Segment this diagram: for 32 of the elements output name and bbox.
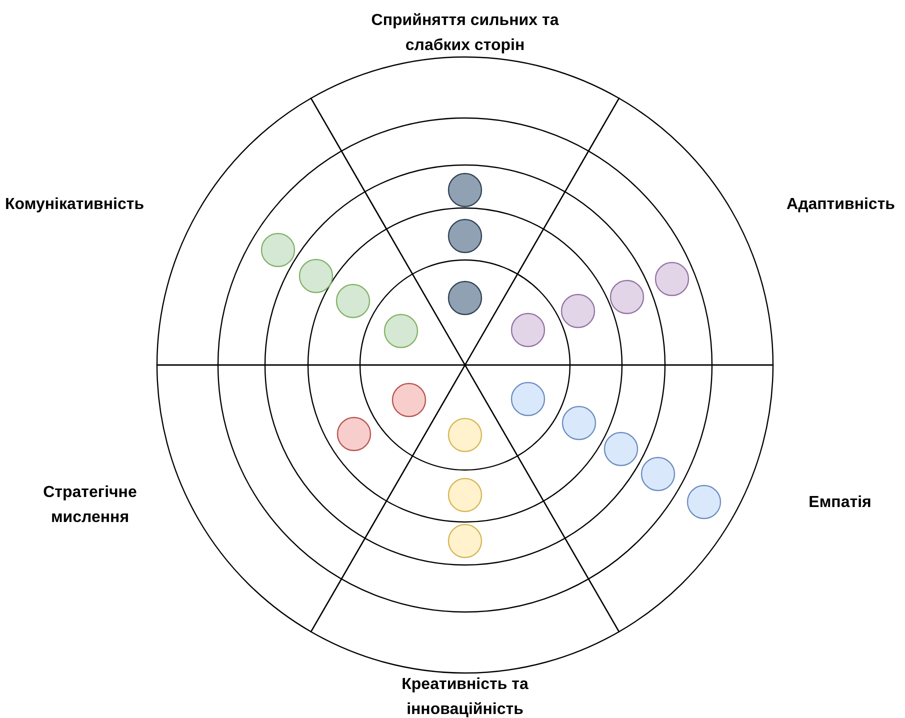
rating-dot <box>510 312 546 348</box>
rating-dot <box>448 478 482 512</box>
rating-dot <box>686 484 722 520</box>
rating-dot <box>640 456 676 492</box>
rating-dot <box>610 280 644 314</box>
rating-dot <box>260 232 296 268</box>
rating-dot <box>448 218 482 254</box>
wheel-sector <box>464 98 895 366</box>
sector-label: Сприйняття сильних та слабких сторін <box>370 11 560 56</box>
rating-dot <box>562 406 596 440</box>
rating-dot <box>560 294 596 328</box>
rating-dot <box>448 172 482 208</box>
rating-dot <box>298 258 334 294</box>
sector-label: Адаптивність <box>786 195 895 215</box>
sector-label: Стратегічне мислення <box>42 483 138 528</box>
rating-dot <box>448 418 482 452</box>
rating-dot <box>336 284 370 318</box>
sector-label: Емпатія <box>808 493 872 513</box>
sector-label: Комунікативність <box>5 195 146 215</box>
rating-dot <box>392 382 426 418</box>
wheel-sector <box>5 98 466 366</box>
wheel-sector <box>310 364 620 718</box>
rating-dot <box>448 524 482 558</box>
rating-dot <box>654 262 690 296</box>
rating-dot <box>510 382 546 416</box>
rating-dot <box>384 314 418 348</box>
sector-label: Креативність та інноваційність <box>400 675 530 718</box>
wheel-sector <box>43 364 466 632</box>
rating-dot <box>604 432 638 466</box>
rating-dot <box>336 416 372 452</box>
wheel-sector <box>464 364 872 632</box>
rating-dot <box>448 280 482 316</box>
